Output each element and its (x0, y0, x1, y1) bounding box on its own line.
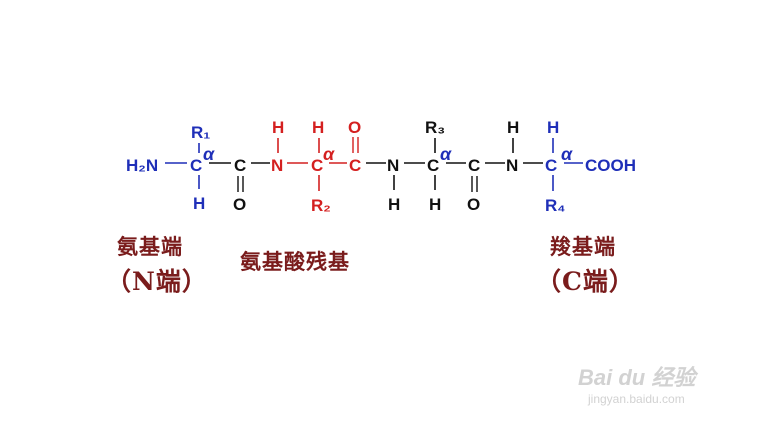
watermark-brand: Bai du 经验 (578, 365, 696, 390)
residue-label: 氨基酸残基 (240, 249, 350, 274)
hydrogen-c4: H (547, 118, 559, 137)
carboxyl-group: COOH (585, 156, 636, 175)
residue-4: C α H R₄ COOH (545, 118, 636, 215)
n-terminus-sublabel: （N端） (106, 267, 208, 296)
residue-3: N H C α R₃ H C O N H (366, 118, 543, 214)
r4-label: R₄ (545, 196, 565, 215)
watermark-url: jingyan.baidu.com (588, 392, 685, 406)
amide-nitrogen-3: N (387, 156, 399, 175)
amide-nitrogen-2: N (271, 156, 283, 175)
hydrogen-c2: H (312, 118, 324, 137)
oxygen-1: O (233, 195, 246, 214)
r3-label: R₃ (425, 118, 445, 137)
oxygen-3: O (467, 195, 480, 214)
carbonyl-carbon-3: C (468, 156, 480, 175)
amide-nitrogen-4: N (506, 156, 518, 175)
r2-label: R₂ (311, 196, 331, 215)
hydrogen-n2: H (272, 118, 284, 137)
carbonyl-carbon-1: C (234, 156, 246, 175)
alpha-symbol-1: α (203, 144, 215, 164)
n-terminus-label: 氨基端 (117, 234, 183, 259)
alpha-carbon-1: C (190, 156, 202, 175)
c-terminus-sublabel: （C端） (536, 267, 635, 296)
alpha-carbon-4: C (545, 156, 557, 175)
alpha-symbol-3: α (440, 144, 452, 164)
alpha-symbol-4: α (561, 144, 573, 164)
c-terminus-label: 羧基端 (550, 234, 616, 259)
alpha-carbon-3: C (427, 156, 439, 175)
peptide-bond-1: C O (209, 156, 270, 214)
residue-2: N H C α H R₂ C O (271, 118, 361, 215)
hydrogen-n3: H (388, 195, 400, 214)
carbonyl-carbon-2: C (349, 156, 361, 175)
hydrogen-c3: H (429, 195, 441, 214)
hydrogen-n4: H (507, 118, 519, 137)
residue-1: H₂N C α R₁ H (126, 123, 215, 213)
oxygen-2: O (348, 118, 361, 137)
amino-group: H₂N (126, 156, 158, 175)
alpha-carbon-2: C (311, 156, 323, 175)
hydrogen-c1: H (193, 194, 205, 213)
r1-label: R₁ (191, 123, 210, 142)
alpha-symbol-2: α (323, 144, 335, 164)
